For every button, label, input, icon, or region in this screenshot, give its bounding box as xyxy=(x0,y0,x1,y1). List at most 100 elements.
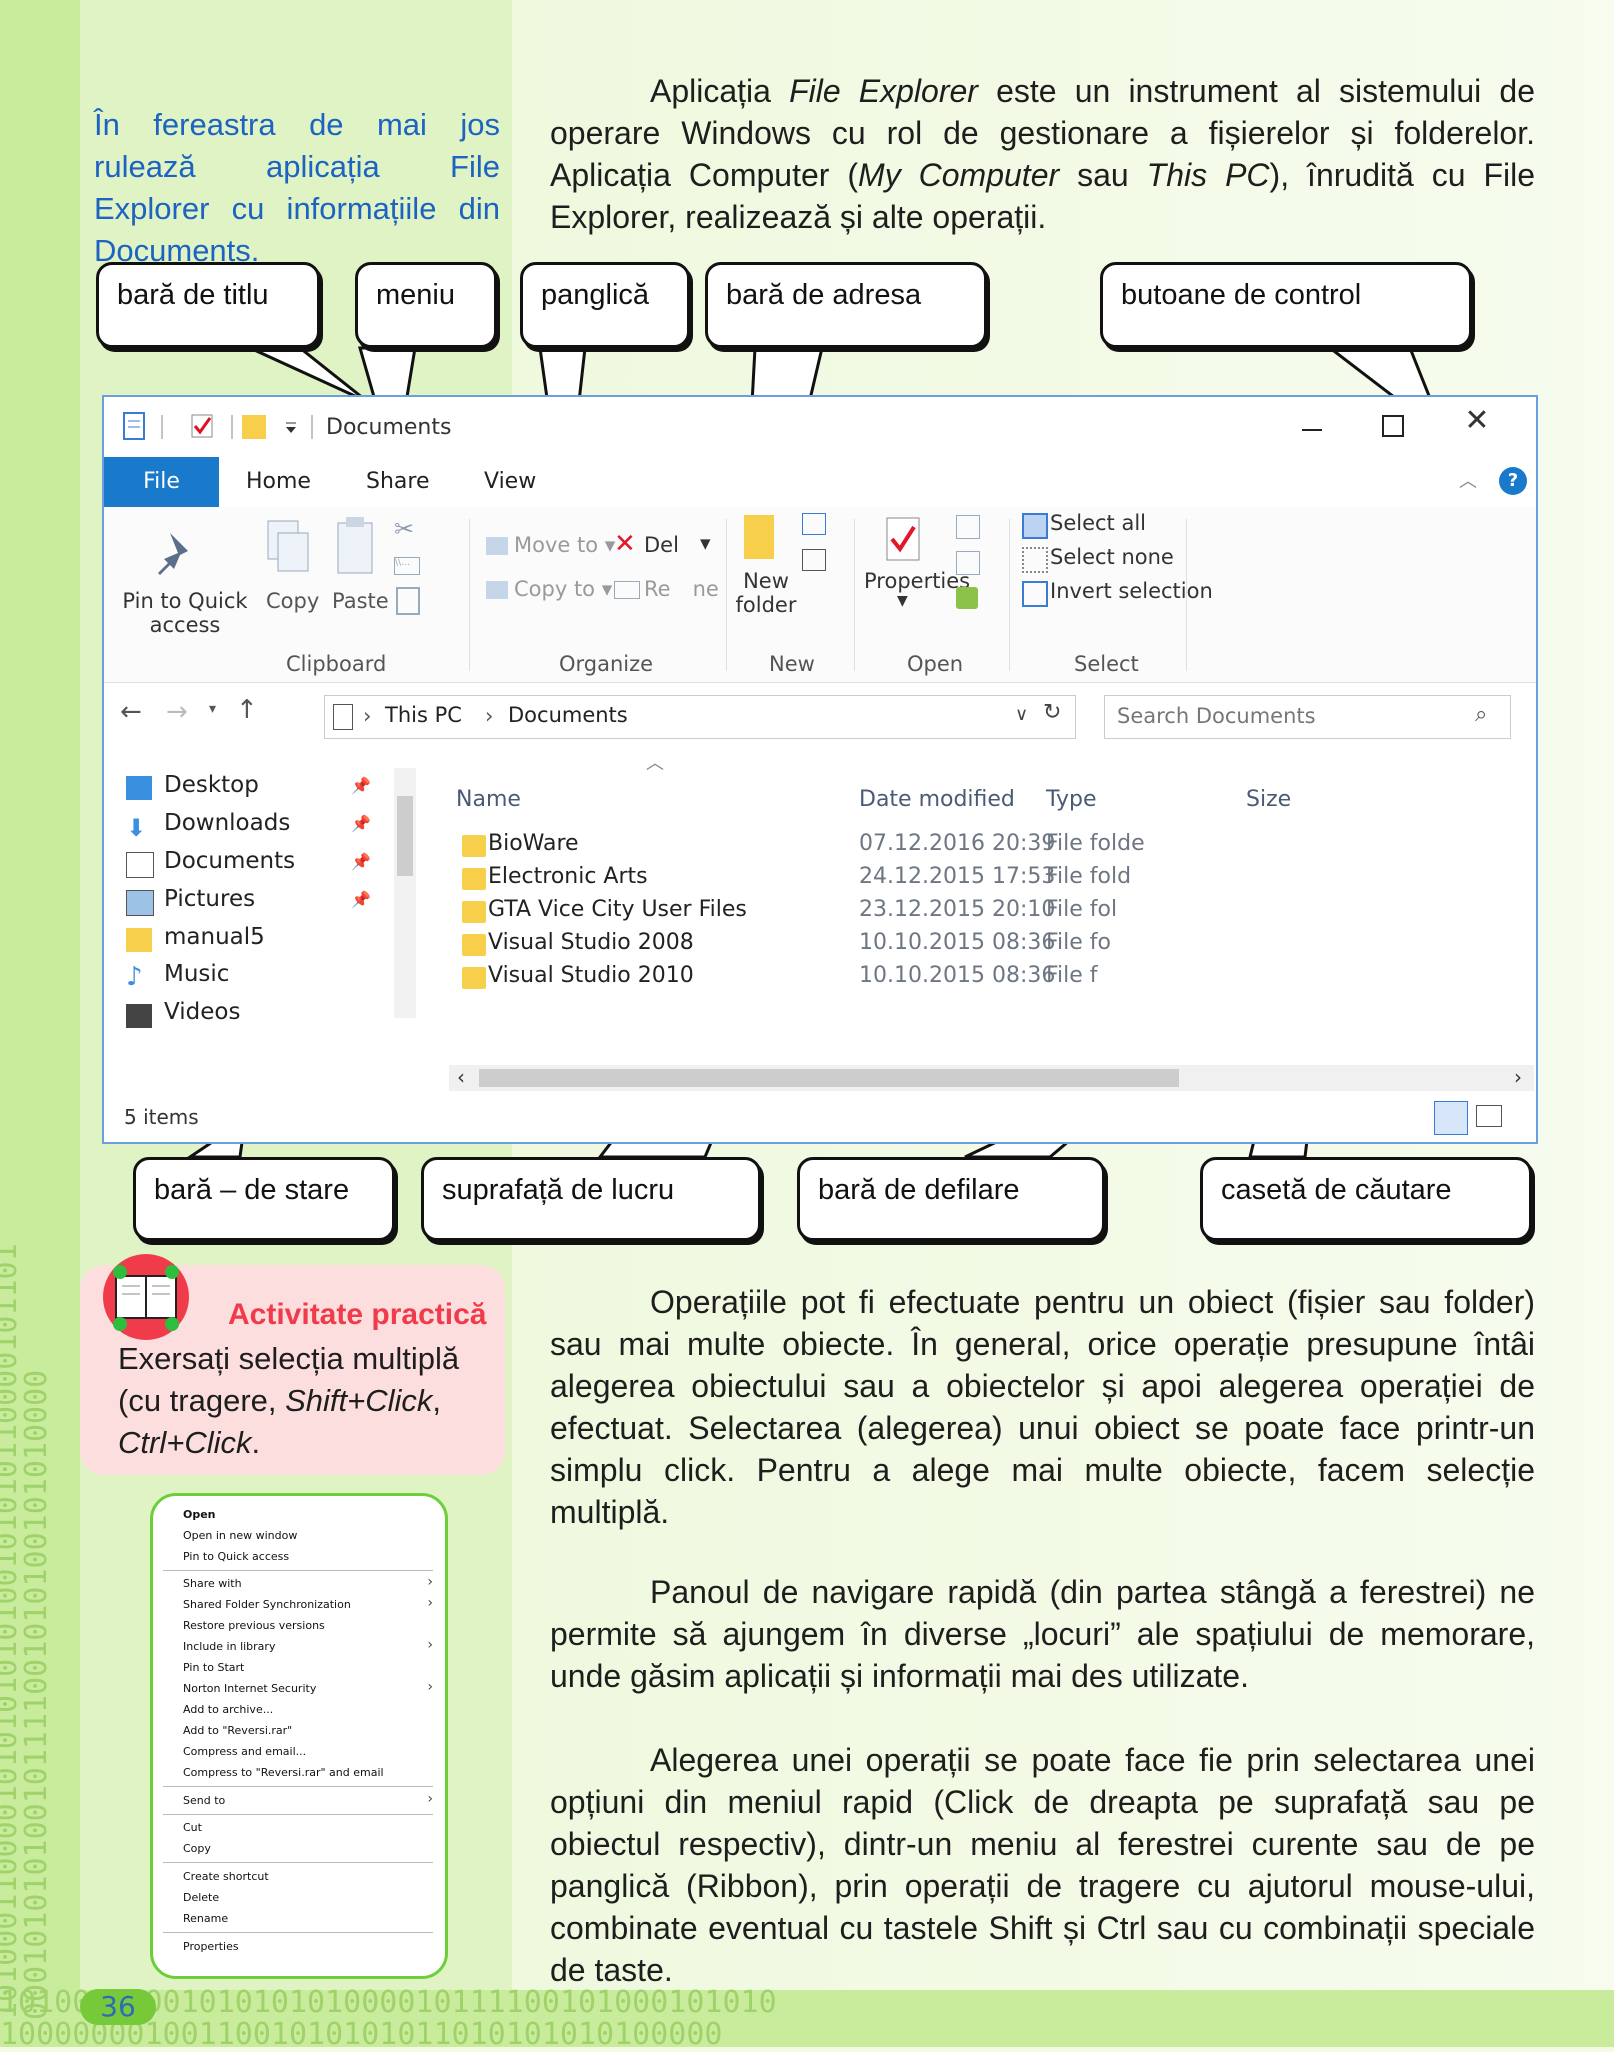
up-arrow-icon[interactable]: ↑ xyxy=(236,695,258,725)
scrollbar-thumb[interactable] xyxy=(479,1069,1179,1087)
invert-selection-button[interactable]: Invert selection xyxy=(1050,579,1213,603)
menu-item-properties[interactable]: Properties xyxy=(183,1940,239,1953)
move-to-button[interactable]: Move to ▾ xyxy=(514,533,616,557)
column-date-modified[interactable]: Date modified xyxy=(859,787,1015,812)
menu-item-copy[interactable]: Copy xyxy=(183,1842,211,1855)
properties-icon xyxy=(886,517,920,561)
menu-item-create-shortcut[interactable]: Create shortcut xyxy=(183,1870,269,1883)
file-name[interactable]: BioWare xyxy=(488,831,579,856)
callout-title-bar: bară de titlu xyxy=(96,262,320,348)
invert-selection-icon xyxy=(1022,581,1048,607)
column-size[interactable]: Size xyxy=(1246,787,1292,812)
delete-button[interactable]: Del xyxy=(644,533,679,557)
tab-view[interactable]: View xyxy=(484,469,537,494)
close-button[interactable]: ✕ xyxy=(1459,403,1495,439)
delete-dropdown-icon[interactable]: ▾ xyxy=(700,531,711,555)
paragraph-choose-operation: Alegerea unei operații se poate face fie… xyxy=(550,1742,1535,1988)
paste-shortcut-icon[interactable] xyxy=(396,587,420,615)
menu-item-rename[interactable]: Rename xyxy=(183,1912,229,1925)
file-name[interactable]: Visual Studio 2008 xyxy=(488,930,694,955)
breadcrumb-this-pc[interactable]: This PC xyxy=(385,703,462,727)
recent-locations-icon[interactable]: ▾ xyxy=(209,701,217,717)
edit-icon[interactable] xyxy=(956,551,980,575)
address-bar[interactable]: › This PC › Documents ∨ ↻ xyxy=(324,695,1076,739)
search-icon[interactable]: ⌕ xyxy=(1475,702,1488,727)
tab-share[interactable]: Share xyxy=(366,469,430,494)
copy-button[interactable]: Copy xyxy=(266,589,320,613)
nav-scrollbar-thumb[interactable] xyxy=(397,796,413,876)
file-name[interactable]: GTA Vice City User Files xyxy=(488,897,747,922)
select-none-button[interactable]: Select none xyxy=(1050,545,1174,569)
open-icon[interactable] xyxy=(956,515,980,539)
tab-file[interactable]: File xyxy=(104,457,219,507)
nav-item-pictures[interactable]: Pictures xyxy=(164,886,256,912)
column-type[interactable]: Type xyxy=(1046,787,1097,812)
minimize-button[interactable] xyxy=(1294,407,1330,443)
breadcrumb-documents[interactable]: Documents xyxy=(508,703,628,727)
callout-scroll-bar: bară de defilare xyxy=(797,1157,1105,1241)
paste-button[interactable]: Paste xyxy=(332,589,389,613)
menu-item-send-to[interactable]: Send to xyxy=(183,1794,226,1807)
copy-path-icon[interactable]: \\… xyxy=(394,557,420,575)
book-icon xyxy=(103,1254,189,1340)
nav-scrollbar[interactable] xyxy=(394,768,416,1018)
submenu-arrow-icon: › xyxy=(427,1679,433,1695)
refresh-icon[interactable]: ↻ xyxy=(1043,700,1062,725)
file-type: File fold xyxy=(1046,864,1132,889)
menu-item-add-archive[interactable]: Add to archive... xyxy=(183,1703,274,1716)
menu-item-pin-start[interactable]: Pin to Start xyxy=(183,1661,245,1674)
menu-separator xyxy=(163,1786,433,1787)
new-item-icon[interactable] xyxy=(802,513,826,535)
menu-item-pin-quick-access[interactable]: Pin to Quick access xyxy=(183,1550,290,1563)
menu-item-add-reversi-rar[interactable]: Add to "Reversi.rar" xyxy=(183,1724,293,1737)
menu-item-delete[interactable]: Delete xyxy=(183,1891,220,1904)
scroll-left-icon[interactable]: ‹ xyxy=(457,1065,465,1089)
nav-item-videos[interactable]: Videos xyxy=(164,999,241,1025)
file-date: 10.10.2015 08:36 xyxy=(859,930,1056,955)
nav-item-downloads[interactable]: Downloads xyxy=(164,810,291,836)
cut-icon[interactable]: ✂ xyxy=(394,515,415,543)
menu-item-compress-email[interactable]: Compress and email... xyxy=(183,1745,307,1758)
menu-item-include-library[interactable]: Include in library xyxy=(183,1640,276,1653)
large-icons-view-icon[interactable] xyxy=(1476,1105,1502,1127)
easy-access-icon[interactable] xyxy=(802,549,826,571)
details-view-icon[interactable] xyxy=(1434,1101,1468,1135)
address-dropdown-icon[interactable]: ∨ xyxy=(1015,704,1029,725)
ribbon-separator xyxy=(1009,519,1010,671)
scroll-right-icon[interactable]: › xyxy=(1514,1065,1522,1089)
select-all-button[interactable]: Select all xyxy=(1050,511,1146,535)
menu-item-open-new-window[interactable]: Open in new window xyxy=(183,1529,298,1542)
menu-item-open[interactable]: Open xyxy=(183,1508,216,1521)
back-arrow-icon[interactable]: ← xyxy=(120,697,142,727)
menu-item-cut[interactable]: Cut xyxy=(183,1821,202,1834)
forward-arrow-icon[interactable]: → xyxy=(166,697,188,727)
help-icon[interactable]: ? xyxy=(1499,467,1527,495)
properties-dropdown-icon[interactable]: ▼ xyxy=(897,593,908,609)
nav-item-manual5[interactable]: manual5 xyxy=(164,924,265,950)
tab-home[interactable]: Home xyxy=(246,469,311,494)
copy-to-button[interactable]: Copy to ▾ xyxy=(514,577,613,601)
menu-item-shared-folder-sync[interactable]: Shared Folder Synchronization xyxy=(183,1598,351,1611)
history-icon[interactable] xyxy=(956,587,978,609)
search-input[interactable]: Search Documents xyxy=(1117,704,1316,728)
menu-item-compress-reversi-email[interactable]: Compress to "Reversi.rar" and email xyxy=(183,1766,384,1779)
nav-item-music[interactable]: Music xyxy=(164,961,230,987)
maximize-button[interactable] xyxy=(1374,407,1410,443)
folder-icon xyxy=(462,868,486,890)
menu-item-share-with[interactable]: Share with xyxy=(183,1577,242,1590)
file-name[interactable]: Electronic Arts xyxy=(488,864,648,889)
horizontal-scrollbar[interactable]: ‹ › xyxy=(449,1065,1534,1091)
file-list-area[interactable]: ︿ Name Date modified Type Size BioWare 0… xyxy=(424,747,1536,1092)
menu-item-norton[interactable]: Norton Internet Security xyxy=(183,1682,317,1695)
collapse-ribbon-icon[interactable]: ︿ xyxy=(1459,471,1477,492)
file-name[interactable]: Visual Studio 2010 xyxy=(488,963,694,988)
properties-button[interactable]: Properties xyxy=(864,569,971,593)
nav-item-desktop[interactable]: Desktop xyxy=(164,772,259,798)
nav-item-documents[interactable]: Documents xyxy=(164,848,296,874)
search-box[interactable]: Search Documents ⌕ xyxy=(1104,695,1511,739)
column-name[interactable]: Name xyxy=(456,787,521,812)
menu-item-restore-versions[interactable]: Restore previous versions xyxy=(183,1619,325,1632)
